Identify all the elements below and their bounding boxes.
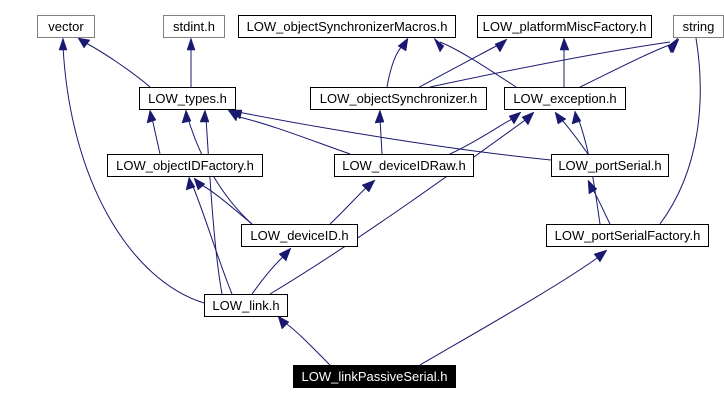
arrowhead-macros-b (433, 37, 445, 53)
arrowhead-macros-a (397, 37, 409, 52)
arrowhead-portSerialFactory (593, 249, 608, 263)
edge-objectSynchronizer-macros (386, 43, 405, 88)
node-label: string (682, 19, 715, 34)
edge-link-types (205, 117, 223, 295)
node-label: LOW_objectSynchronizerMacros.h (246, 19, 448, 34)
node-low-deviceid-h[interactable]: LOW_deviceID.h (241, 224, 358, 247)
node-low-portserialfactory-h[interactable]: LOW_portSerialFactory.h (546, 224, 709, 247)
edge-types-vector (81, 40, 151, 88)
node-low-deviceidraw-h[interactable]: LOW_deviceIDRaw.h (334, 154, 474, 177)
arrowhead-types-e (230, 109, 243, 120)
arrowhead-stdint (186, 37, 196, 51)
arrowhead-portSerial (587, 179, 598, 195)
arrowhead-exception-c (554, 111, 567, 125)
node-label: LOW_linkPassiveSerial.h (301, 369, 448, 384)
edge-link-exception (269, 117, 529, 295)
arrowhead-types-c (199, 109, 210, 123)
edge-string-portSerialFactory (659, 37, 701, 225)
arrowhead-types-b (181, 109, 192, 124)
edge-link-objectIDFactory (191, 183, 233, 295)
edge-deviceID-objectIDFactory (199, 183, 253, 225)
arrowhead-objectSynchronizer-a (374, 109, 385, 124)
edge-portSerialFactory-portSerial (591, 187, 611, 225)
edge-objectSynchronizer-string (429, 41, 671, 88)
arrowhead-string-b (668, 38, 680, 54)
node-low-link-h[interactable]: LOW_link.h (204, 294, 288, 317)
arrowhead-types-a (146, 109, 157, 124)
node-label: LOW_portSerial.h (558, 158, 662, 173)
edge-deviceIDRaw-types (234, 115, 351, 155)
edge-deviceIDRaw-exception (449, 117, 515, 155)
node-label: LOW_portSerialFactory.h (554, 228, 701, 243)
node-low-objectidfactory-h[interactable]: LOW_objectIDFactory.h (107, 154, 263, 177)
edge-deviceIDRaw-objectSynchronizer (379, 117, 383, 155)
arrowhead-exception-d (571, 110, 582, 125)
node-label: LOW_objectSynchronizer.h (319, 91, 478, 106)
node-low-exception-h[interactable]: LOW_exception.h (504, 87, 626, 110)
node-label: LOW_platformMiscFactory.h (482, 19, 647, 34)
node-string[interactable]: string (673, 15, 724, 38)
arrowhead-vector-a (77, 37, 91, 49)
edge-exception-macros (439, 41, 517, 88)
node-label: LOW_deviceID.h (250, 228, 349, 243)
node-label: LOW_exception.h (513, 91, 617, 106)
edge-group (58, 37, 701, 366)
edge-deviceID-deviceIDRaw (329, 185, 369, 225)
arrowhead-deviceID (278, 247, 292, 262)
edge-deviceID-types (187, 117, 253, 225)
node-label: vector (48, 19, 84, 34)
edge-linkPassiveSerial-portSerialFactory (419, 255, 601, 366)
node-low-linkpassiveserial-h[interactable]: LOW_linkPassiveSerial.h (293, 365, 456, 388)
node-label: LOW_deviceIDRaw.h (342, 158, 466, 173)
arrowhead-objectIDFactory-b (185, 176, 196, 191)
edge-link-vector (62, 45, 205, 304)
node-label: stdint.h (173, 19, 215, 34)
node-stdint-h[interactable]: stdint.h (163, 15, 225, 38)
node-low-portserial-h[interactable]: LOW_portSerial.h (551, 154, 669, 177)
node-low-platformmiscfactory-h[interactable]: LOW_platformMiscFactory.h (477, 15, 652, 38)
arrowhead-link (277, 315, 290, 330)
edge-exception-string (579, 43, 673, 88)
arrowhead-objectIDFactory-a (193, 177, 206, 191)
node-low-objectsynchronizer-h[interactable]: LOW_objectSynchronizer.h (310, 87, 487, 110)
arrowhead-exception-b (521, 111, 535, 126)
edge-objectIDFactory-types (151, 117, 161, 155)
edge-portSerial-types (237, 111, 552, 161)
node-label: LOW_link.h (212, 298, 280, 313)
node-label: LOW_objectIDFactory.h (116, 158, 254, 173)
arrowhead-vector-b (58, 37, 68, 51)
edge-linkPassiveSerial-link (283, 321, 331, 366)
node-label: LOW_types.h (148, 91, 227, 106)
node-low-types-h[interactable]: LOW_types.h (139, 87, 236, 110)
arrowhead-platformMiscFactory (559, 37, 570, 51)
arrowhead-platformMiscFactory-b (494, 38, 508, 53)
arrowhead-deviceIDRaw (361, 179, 376, 193)
node-low-objectsynchronizermacros-h[interactable]: LOW_objectSynchronizerMacros.h (238, 15, 456, 38)
node-vector[interactable]: vector (37, 15, 95, 38)
arrowhead-exception-a (508, 111, 522, 125)
